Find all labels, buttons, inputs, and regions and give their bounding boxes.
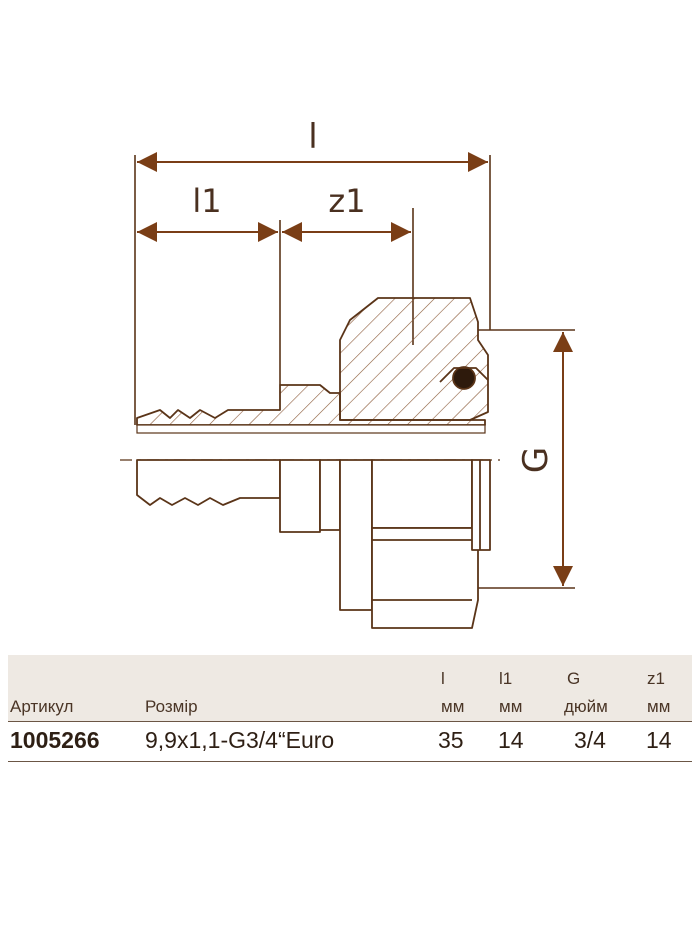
- header-l1: l1: [499, 669, 513, 688]
- dim-label-l: l: [308, 117, 317, 157]
- section-upper-half: [136, 297, 489, 426]
- cell-article: 1005266: [10, 727, 100, 753]
- header-article: Артикул: [10, 697, 74, 716]
- table-header-band: [8, 655, 692, 721]
- header-z1: z1: [647, 669, 665, 688]
- cell-size: 9,9x1,1-G3/4“Euro: [145, 727, 335, 753]
- header-l1-unit: мм: [499, 697, 523, 716]
- cell-z1: 14: [646, 727, 672, 753]
- header-l-unit: мм: [441, 697, 465, 716]
- cell-g: 3/4: [574, 727, 606, 753]
- exterior-lower-half: [136, 459, 491, 629]
- fitting-technical-drawing: l l1 z1 G: [120, 117, 575, 629]
- table-bottom-line: [8, 761, 692, 762]
- cell-l: 35: [438, 727, 464, 753]
- header-l: l: [441, 669, 445, 688]
- o-ring: [452, 366, 476, 390]
- extension-lines: [134, 155, 575, 589]
- dim-label-l1: l1: [192, 182, 221, 220]
- dim-label-z1: z1: [328, 182, 365, 220]
- header-z1-unit: мм: [647, 697, 671, 716]
- header-g-unit: дюйм: [564, 697, 608, 716]
- dimension-arrows: [137, 152, 573, 586]
- cell-l1: 14: [498, 727, 524, 753]
- header-size: Розмір: [145, 697, 198, 716]
- header-separator: [8, 721, 692, 722]
- dim-label-g: G: [516, 447, 556, 473]
- bore: [136, 424, 486, 434]
- header-g: G: [567, 669, 581, 688]
